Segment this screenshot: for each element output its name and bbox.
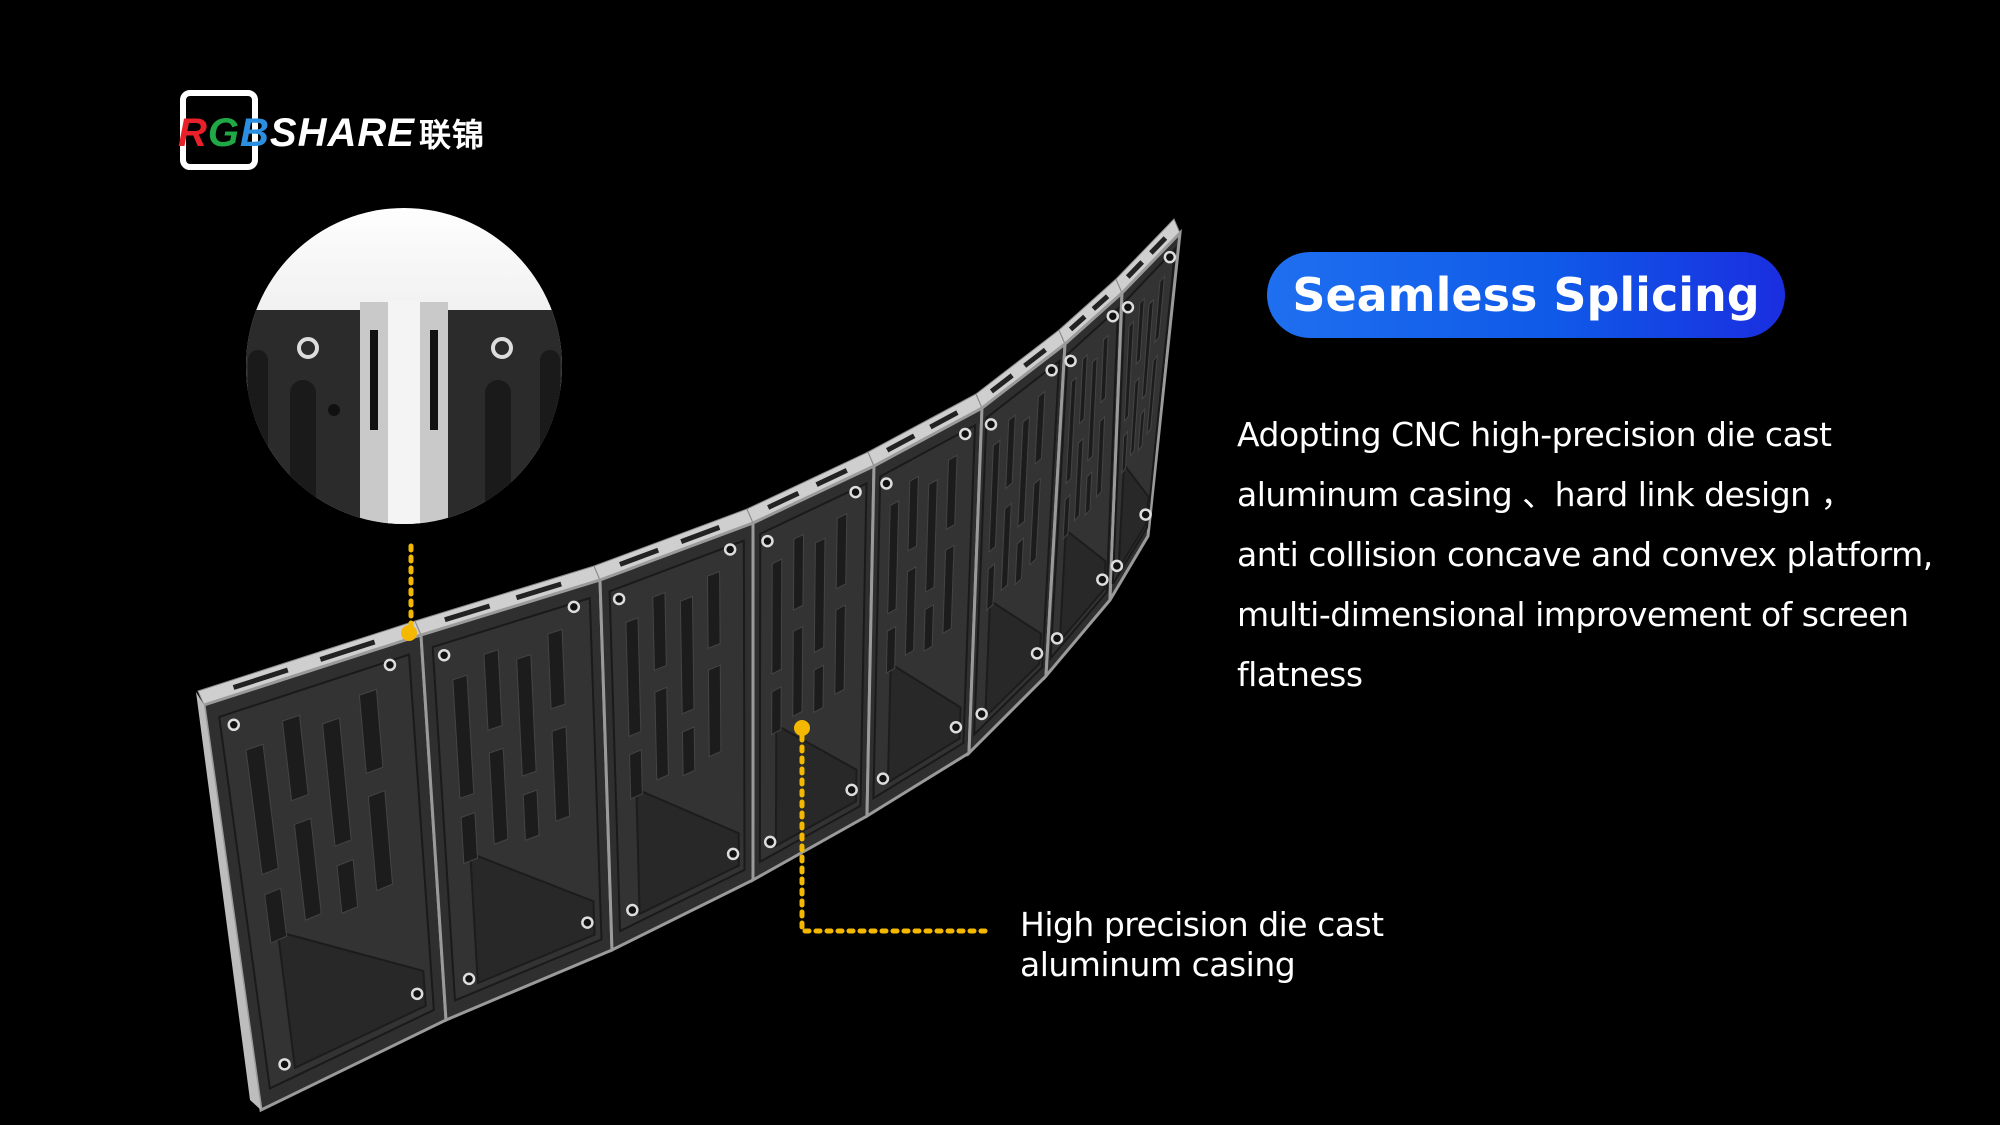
- logo-letters: 联锦: [418, 117, 485, 153]
- zoom-detail-circle: [246, 208, 562, 524]
- description-line: multi-dimensional improvement of screen: [1237, 595, 1909, 634]
- logo-letters: G: [207, 111, 241, 155]
- callout-connector-top: [401, 543, 417, 641]
- cabinet-panel: [414, 565, 614, 1023]
- cabinet-panel: [593, 508, 755, 953]
- cabinet-panel: [967, 329, 1067, 757]
- logo-letters: SHARE: [269, 111, 415, 155]
- casing-callout-label: High precision die cast aluminum casing: [1020, 905, 1384, 985]
- description-line: anti collision concave and convex platfo…: [1237, 535, 1933, 574]
- logo-letters: B: [240, 111, 270, 155]
- cabinet-side-edge: [196, 692, 261, 1110]
- logo-frame: [180, 90, 258, 170]
- cabinet-panel: [1108, 218, 1182, 601]
- cabinet-panel: [197, 620, 448, 1113]
- curved-led-cabinet-wall: [196, 218, 1182, 1113]
- cabinet-panel: [1044, 278, 1124, 681]
- feature-title-badge: Seamless Splicing: [1267, 252, 1785, 338]
- feature-description: Adopting CNC high-precision die cast alu…: [1237, 405, 1977, 705]
- feature-title: Seamless Splicing: [1292, 268, 1760, 322]
- cabinet-panel: [746, 451, 876, 883]
- description-line: Adopting CNC high-precision die cast: [1237, 415, 1832, 454]
- cabinet-panel: [865, 393, 984, 819]
- description-line: flatness: [1237, 655, 1363, 694]
- callout-connector-casing: [794, 720, 995, 934]
- callout-line: aluminum casing: [1020, 945, 1296, 984]
- callout-line: High precision die cast: [1020, 905, 1384, 944]
- logo-letters: R: [178, 111, 208, 155]
- description-line: aluminum casing 、hard link design ，: [1237, 475, 1854, 514]
